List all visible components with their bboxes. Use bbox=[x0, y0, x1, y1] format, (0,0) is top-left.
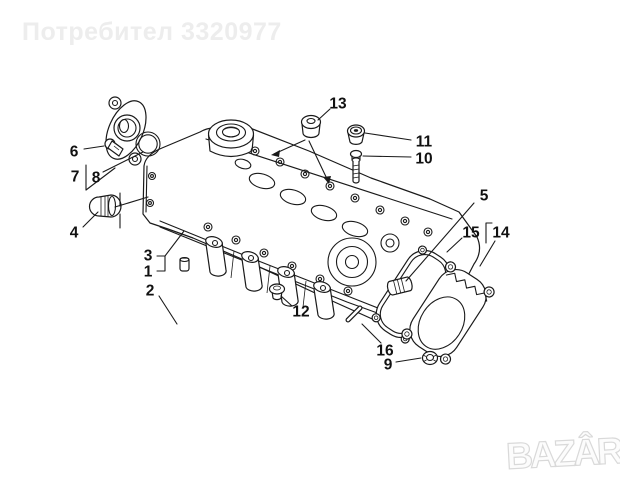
camshaft-bore bbox=[327, 233, 400, 287]
callout-14: 14 bbox=[492, 225, 510, 242]
spark-plug-tubes bbox=[205, 236, 335, 320]
o-ring-8 bbox=[135, 131, 161, 157]
user-watermark: Потребител 3320977 bbox=[22, 18, 282, 46]
callout-7: 7 bbox=[71, 169, 80, 186]
callout-11: 11 bbox=[416, 134, 433, 151]
callout-2: 2 bbox=[146, 283, 155, 300]
nut-9 bbox=[421, 350, 439, 366]
filler-flange-assembly bbox=[105, 96, 147, 166]
callout-4: 4 bbox=[70, 225, 79, 242]
bazar-logo-watermark: BAZÂR bbox=[505, 429, 620, 477]
cap-11 bbox=[346, 124, 366, 145]
callout-3: 3 bbox=[144, 248, 153, 265]
pin-1 bbox=[179, 256, 190, 272]
pin-16 bbox=[345, 305, 363, 323]
plug-4 bbox=[88, 194, 122, 218]
leader-arrowheads bbox=[271, 150, 331, 184]
bolt-10 bbox=[349, 149, 363, 184]
callout-1: 1 bbox=[144, 264, 153, 281]
cap-13 bbox=[300, 114, 322, 139]
callout-13: 13 bbox=[329, 96, 347, 113]
callout-6: 6 bbox=[70, 144, 79, 161]
rear-cover-14 bbox=[401, 261, 495, 365]
top-face-ovals bbox=[234, 158, 369, 238]
callout-12: 12 bbox=[292, 304, 309, 321]
oil-filler-neck bbox=[207, 119, 255, 158]
callout-10: 10 bbox=[415, 151, 432, 168]
callout-15: 15 bbox=[462, 225, 480, 242]
bolt-6 bbox=[104, 138, 124, 157]
bolt-bosses bbox=[203, 146, 433, 296]
callout-5: 5 bbox=[480, 188, 489, 205]
callout-8: 8 bbox=[92, 170, 101, 187]
callout-16: 16 bbox=[376, 343, 394, 360]
plug-12 bbox=[268, 283, 286, 301]
callout-9: 9 bbox=[384, 357, 393, 374]
